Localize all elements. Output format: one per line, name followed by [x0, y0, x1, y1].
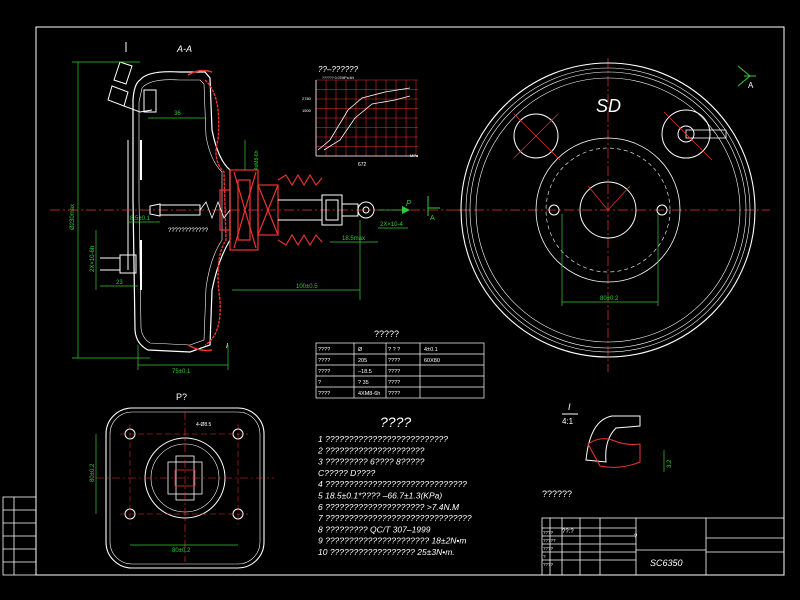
drawing-frame — [35, 26, 785, 576]
params-cell: ? — [318, 380, 321, 386]
notes-title: ???? — [380, 414, 411, 430]
detail-view: I 4:1 3.2 — [562, 402, 673, 472]
chart-header-text: ?????? 0.07MPa kN — [322, 76, 354, 80]
note-line: 8 ????????? QC/T 307–1999 — [318, 524, 431, 534]
chart-title: ??–?????? — [318, 65, 359, 74]
push-note: ???????????? — [168, 228, 209, 234]
technical-notes: ???? 1 ??????????????????????????2 ?????… — [317, 414, 472, 557]
title-row-label: ???? — [543, 562, 554, 567]
detail-marker: I — [226, 343, 228, 350]
note-line: 6 ????????????????????? >7.4N.M — [318, 502, 460, 512]
chart-ytick-top: 2780 — [302, 96, 312, 101]
detail-scale: 4:1 — [562, 417, 574, 426]
params-title: ????? — [374, 329, 399, 339]
params-cell: –18.5 — [358, 369, 372, 375]
section-label: A-A — [176, 44, 192, 54]
dim-vert-small: 4xM8-6h — [254, 150, 260, 170]
characteristic-chart: ??–?????? ?????? 0.07MPa kN 2780 1500 67… — [302, 65, 419, 168]
dim-thread-left: 2X×10-6h — [90, 246, 96, 272]
left-revision-strip — [2, 496, 37, 576]
chart-xlabel: 672 — [358, 162, 367, 168]
note-line: 2 ????????????????????? — [317, 445, 425, 455]
title-mark: ? — [634, 534, 638, 540]
chart-ytick-mid: 1500 — [302, 108, 312, 113]
params-cell: 4XM8-6h — [358, 391, 380, 397]
view-p: P? 80±0.2 80±0.2 4-Ø8.5 — [90, 392, 274, 569]
note-line: С????? D???? — [318, 468, 375, 478]
params-cell: ???? — [388, 380, 400, 386]
tech-req-label: ?????? — [542, 489, 572, 499]
detail-dim: 3.2 — [667, 459, 673, 468]
note-line: 10 ?????????????????? 25±3N•m. — [318, 547, 455, 557]
params-cell: ? 35 — [358, 380, 369, 386]
dim-85: 8.5±0.1 — [130, 216, 151, 222]
note-line: 5 18.5±0.1*???? –66.7±1.3(KPa) — [318, 491, 442, 501]
params-cell: ???? — [318, 369, 330, 375]
params-cell: ???? — [388, 369, 400, 375]
dim-overall-dia: Ø230max — [70, 204, 76, 230]
section-view-aa: A-A — [50, 42, 470, 375]
title-row-label: ???? — [543, 530, 554, 535]
view-arrow-a: A — [748, 81, 754, 90]
note-line: 7 ??????????????????????????????? — [318, 513, 472, 523]
pv-top-note: 4-Ø8.5 — [196, 422, 212, 428]
params-cell: 4±0.1 — [424, 347, 438, 353]
title-name: ??:? — [562, 529, 574, 535]
dim-100: 100±0.5 — [296, 284, 318, 290]
params-cell: ???? — [388, 391, 400, 397]
chart-xunits: MPa — [410, 153, 419, 158]
title-row-label: ???? — [543, 546, 554, 551]
dim-75: 75±0.1 — [172, 369, 191, 375]
view-p-label: P? — [176, 392, 187, 402]
params-cell: ???? — [318, 391, 330, 397]
front-label: SD — [596, 96, 621, 116]
note-line: 3 ????????? 6???? 8????? — [318, 457, 425, 467]
note-line: 4 ?????????????????????????????? — [318, 479, 467, 489]
dim-23: 23 — [116, 280, 123, 286]
dim-80-pv-h: 80±0.2 — [172, 548, 191, 554]
title-drawing-no: SC6350 — [650, 558, 683, 568]
dim-rod-thread: 2X×10-4 — [380, 222, 404, 228]
params-cell: ???? — [388, 358, 400, 364]
params-cell: 60X80 — [424, 358, 440, 364]
dim-80-front: 80±0.2 — [600, 296, 619, 302]
note-line: 9 ?????????????????????? 18±2N•m — [318, 536, 467, 546]
dim-18: 18.5max — [342, 236, 365, 242]
params-cell: 205 — [358, 358, 367, 364]
params-cell: ???? — [318, 358, 330, 364]
note-line: 1 ?????????????????????????? — [318, 434, 448, 444]
params-table: ????? ???? Ø ? ? ? 4±0.1???? 205???? 60X80???… — [315, 329, 485, 399]
p-arrow-label: P — [406, 199, 412, 208]
section-a-small: A — [430, 215, 435, 222]
dim-36: 36 — [174, 111, 181, 117]
title-block: ??:? SC6350 ? ?????????????????? — [541, 517, 785, 576]
detail-num: I — [568, 402, 571, 412]
params-cell: Ø — [358, 347, 363, 353]
title-row-label: ????? — [543, 538, 556, 543]
dim-80-pv-v: 80±0.2 — [90, 463, 96, 482]
front-view: SD 80±0.2 A — [456, 58, 770, 372]
params-cell: ???? — [318, 347, 330, 353]
title-row-label: ? — [543, 554, 546, 559]
params-cell: ? ? ? — [388, 347, 400, 353]
